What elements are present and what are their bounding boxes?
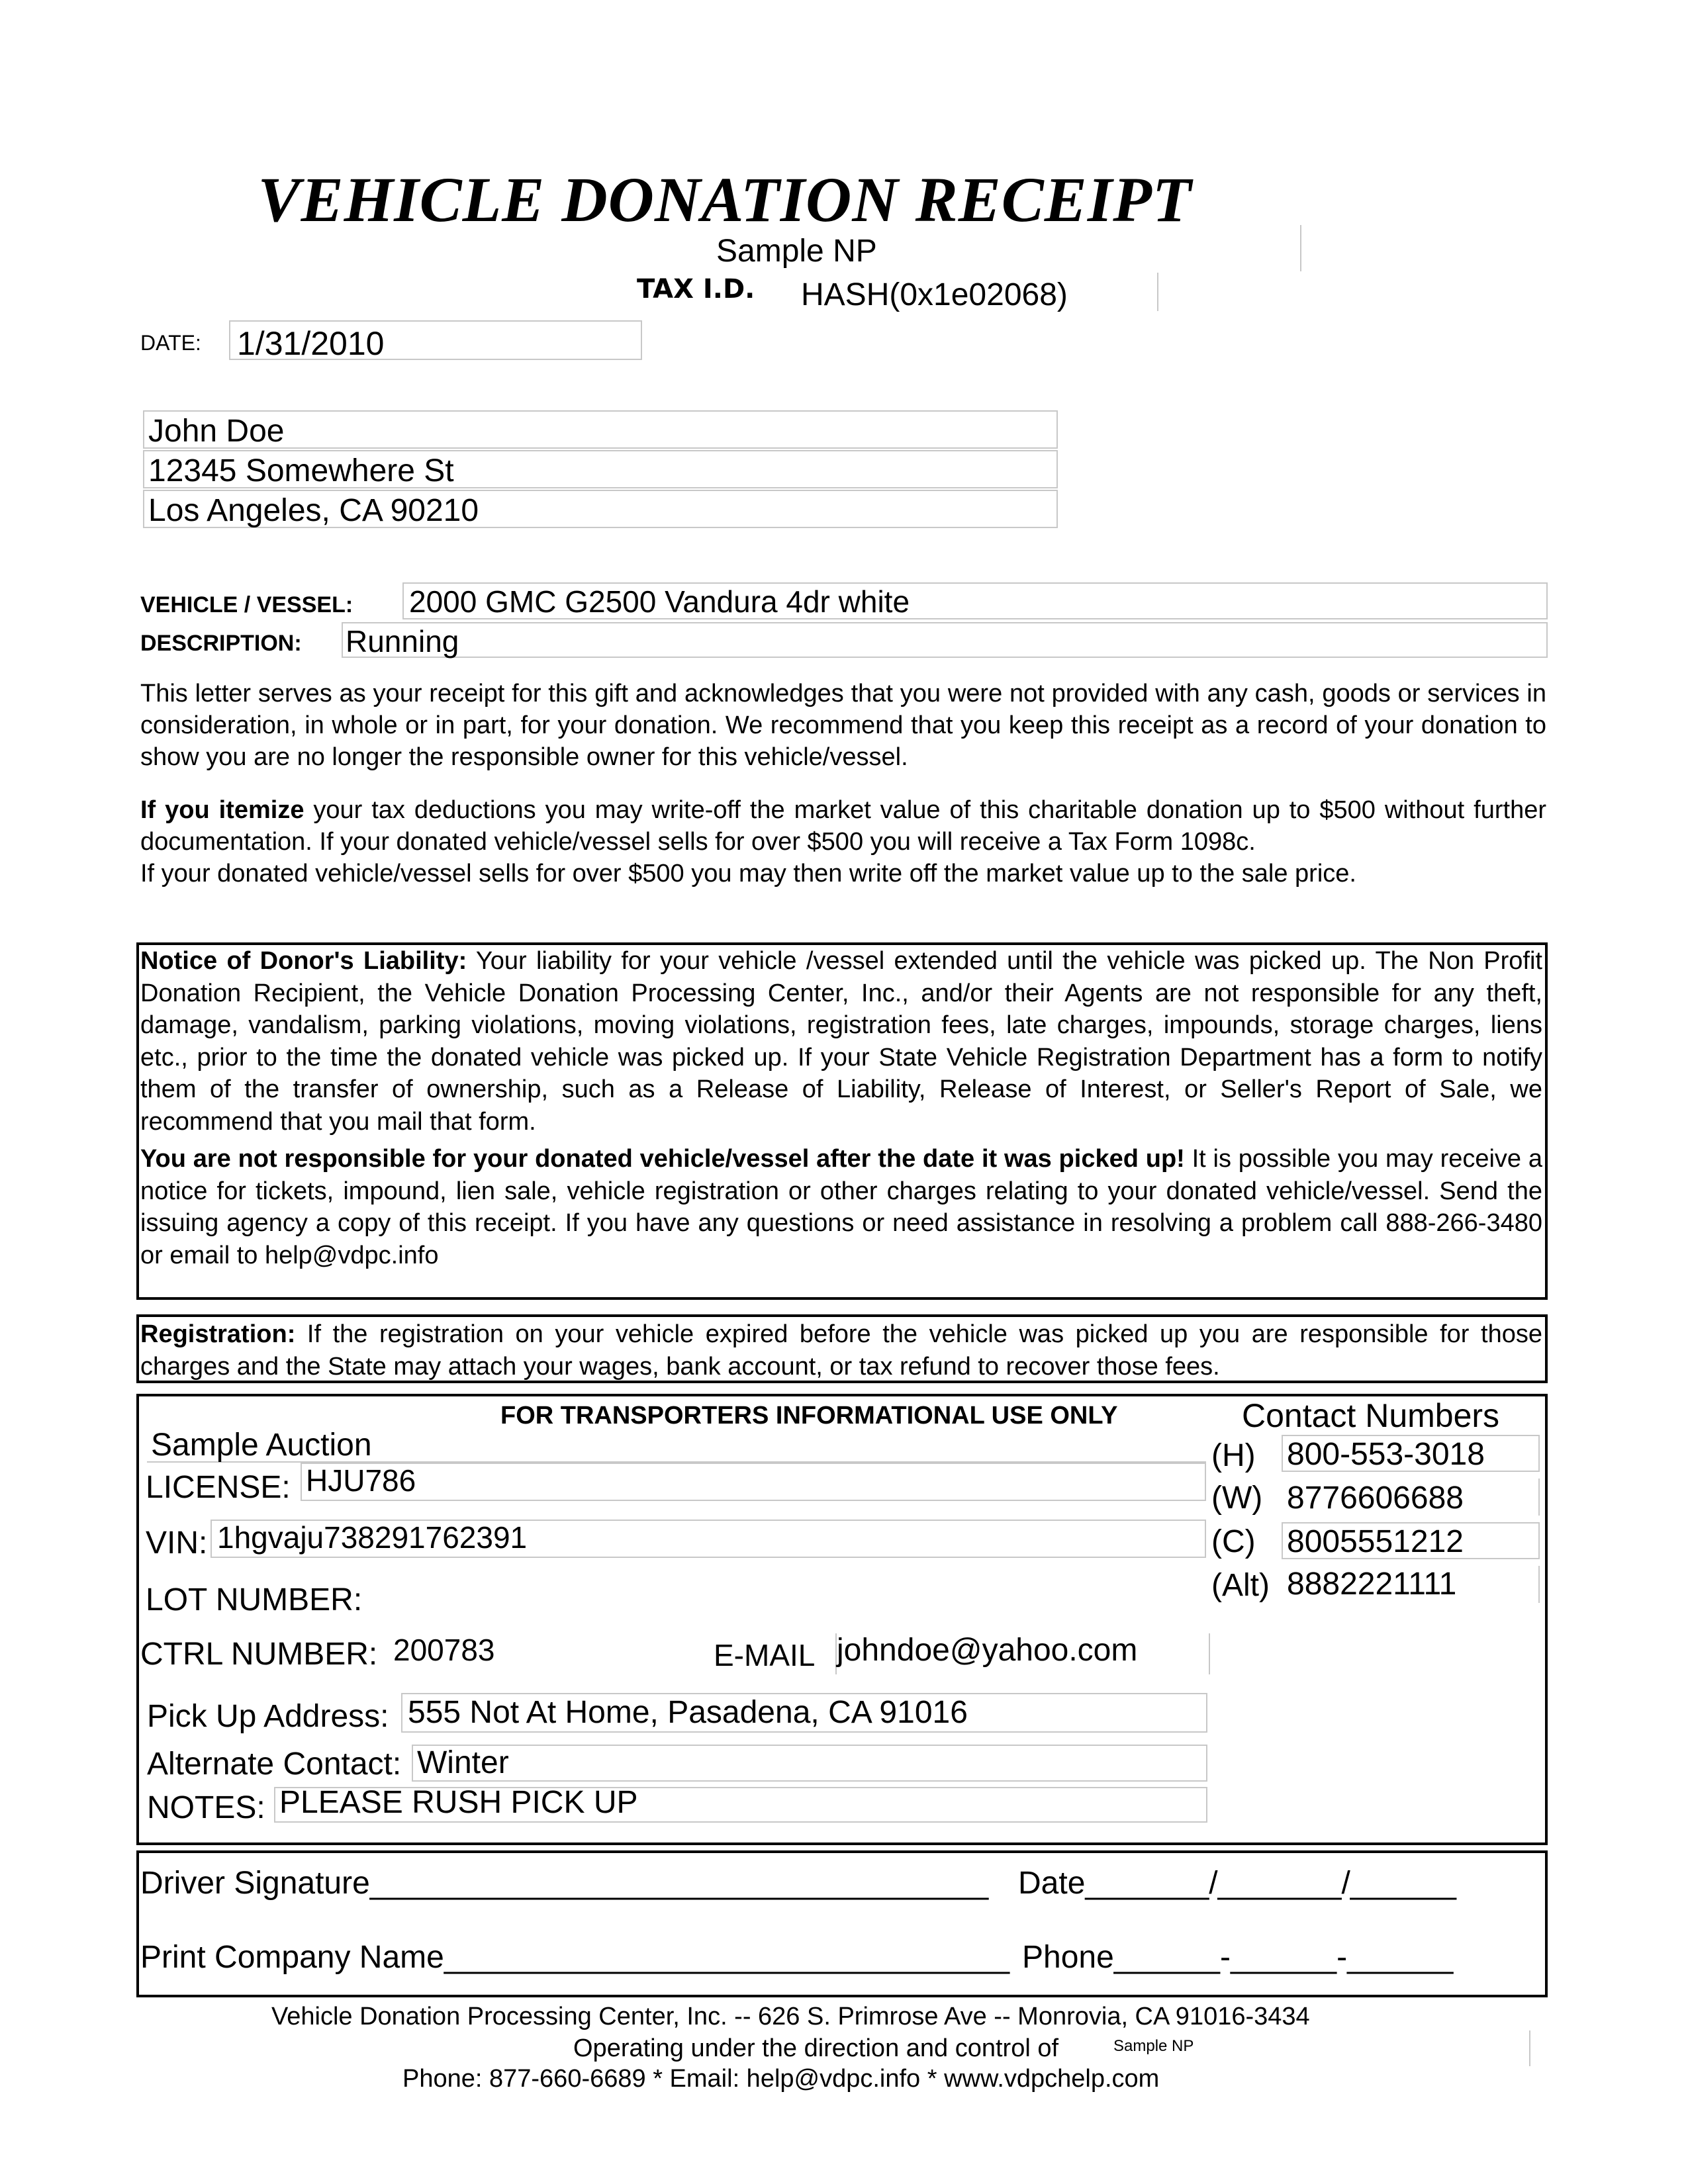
liability-text-2: It is possible you may receive a notice …: [140, 1145, 1542, 1269]
liability-paragraph-2: You are not responsible for your donated…: [140, 1143, 1542, 1271]
vehicle-vessel-value: 2000 GMC G2500 Vandura 4dr white: [409, 584, 910, 619]
description-value: Running: [346, 624, 459, 659]
notes-label: NOTES:: [147, 1790, 265, 1825]
footer-org-name: Sample NP: [1113, 2037, 1194, 2055]
transporter-heading: FOR TRANSPORTERS INFORMATIONAL USE ONLY: [500, 1402, 1118, 1430]
phone-cell-label: (C): [1211, 1524, 1256, 1559]
tax-id-field[interactable]: [793, 273, 1158, 311]
phone-work-field[interactable]: [1282, 1479, 1540, 1516]
email-value: johndoe@yahoo.com: [837, 1633, 1138, 1668]
notes-value: PLEASE RUSH PICK UP: [279, 1785, 638, 1820]
alternate-contact-label: Alternate Contact:: [147, 1747, 402, 1782]
email-label: E-MAIL: [714, 1638, 816, 1672]
lot-number-label: LOT NUMBER:: [146, 1582, 363, 1617]
phone-home-value: 800-553-3018: [1287, 1437, 1485, 1472]
driver-signature-line: Driver Signature________________________…: [140, 1866, 989, 1901]
phone-cell-value: 8005551212: [1287, 1524, 1464, 1559]
description-field[interactable]: [342, 622, 1548, 658]
liability-text-block: Notice of Donor's Liability: Your liabil…: [140, 945, 1542, 1271]
donor-city: Los Angeles, CA 90210: [148, 493, 479, 528]
email-field[interactable]: [835, 1633, 1210, 1674]
liability-heading: Notice of Donor's Liability:: [140, 947, 467, 975]
ctrl-number-value: 200783: [393, 1633, 495, 1667]
phone-alt-label: (Alt): [1211, 1568, 1270, 1603]
phone-work-label: (W): [1211, 1480, 1263, 1516]
registration-box: [136, 1314, 1548, 1383]
registration-text-block: Registration: If the registration on you…: [140, 1318, 1542, 1383]
date-label: DATE:: [140, 331, 201, 355]
vin-label: VIN:: [146, 1525, 208, 1561]
date-field[interactable]: [229, 320, 642, 360]
org-name: Sample NP: [716, 234, 877, 269]
donor-street: 12345 Somewhere St: [148, 453, 454, 488]
itemize-rest: your tax deductions you may write-off th…: [140, 796, 1546, 856]
tax-id-label: TAX I.D.: [637, 274, 755, 304]
org-name-field[interactable]: [662, 225, 1301, 271]
company-phone-line: Phone______-______-______: [1022, 1940, 1454, 1975]
pickup-date-line: Date_______/_______/______: [1018, 1866, 1456, 1901]
receipt-paragraph-2: If you itemize your tax deductions you m…: [140, 794, 1546, 889]
license-field[interactable]: [301, 1463, 1206, 1501]
license-label: LICENSE:: [146, 1470, 291, 1505]
contacts-heading: Contact Numbers: [1242, 1397, 1500, 1434]
auction-field[interactable]: [147, 1428, 1206, 1463]
footer-address: Vehicle Donation Processing Center, Inc.…: [271, 2003, 1310, 2030]
phone-alt-field[interactable]: [1282, 1566, 1540, 1603]
page-title: VEHICLE DONATION RECEIPT: [258, 164, 1192, 235]
footer-direction: Operating under the direction and contro…: [573, 2034, 1059, 2062]
registration-paragraph: Registration: If the registration on you…: [140, 1318, 1542, 1383]
alternate-contact-field[interactable]: [412, 1745, 1207, 1782]
phone-home-field[interactable]: [1282, 1435, 1540, 1472]
registration-heading: Registration:: [140, 1320, 296, 1348]
vin-field[interactable]: [211, 1520, 1206, 1558]
transporter-box: [136, 1394, 1548, 1845]
footer-contact: Phone: 877-660-6689 * Email: help@vdpc.i…: [402, 2065, 1160, 2093]
donor-name: John Doe: [148, 414, 285, 449]
description-label: DESCRIPTION:: [140, 631, 302, 656]
donor-name-field[interactable]: [143, 410, 1058, 449]
vehicle-vessel-field[interactable]: [402, 582, 1548, 619]
receipt-text-1: This letter serves as your receipt for t…: [140, 680, 1546, 771]
liability-bold-notice: You are not responsible for your donated…: [140, 1145, 1185, 1173]
donor-street-field[interactable]: [143, 450, 1058, 488]
pickup-address-field[interactable]: [401, 1693, 1207, 1733]
phone-home-label: (H): [1211, 1438, 1256, 1473]
donor-city-field[interactable]: [143, 490, 1058, 528]
phone-alt-value: 8882221111: [1287, 1567, 1457, 1602]
alternate-contact-value: Winter: [417, 1745, 509, 1780]
signature-box: [136, 1850, 1548, 1997]
receipt-paragraph-1: This letter serves as your receipt for t…: [140, 678, 1546, 773]
print-company-name-line: Print Company Name______________________…: [140, 1940, 1010, 1975]
liability-box: [136, 942, 1548, 1300]
vin-value: 1hgvaju738291762391: [217, 1520, 528, 1555]
phone-work-value: 8776606688: [1287, 1480, 1464, 1516]
liability-text: Your liability for your vehicle /vessel …: [140, 947, 1542, 1136]
license-value: HJU786: [306, 1463, 416, 1498]
date-value: 1/31/2010: [237, 325, 385, 362]
liability-paragraph: Notice of Donor's Liability: Your liabil…: [140, 945, 1542, 1138]
auction-name: Sample Auction: [151, 1428, 372, 1463]
pickup-address-value: 555 Not At Home, Pasadena, CA 91016: [408, 1695, 968, 1730]
vehicle-vessel-label: VEHICLE / VESSEL:: [140, 592, 353, 617]
notes-field[interactable]: [274, 1787, 1207, 1823]
footer-org-field[interactable]: [1108, 2030, 1530, 2066]
itemize-bold: If you itemize: [140, 796, 305, 824]
tax-id-value: HASH(0x1e02068): [801, 277, 1068, 312]
registration-text: If the registration on your vehicle expi…: [140, 1320, 1542, 1381]
ctrl-number-label: CTRL NUMBER:: [140, 1637, 378, 1672]
pickup-address-label: Pick Up Address:: [147, 1699, 389, 1734]
itemize-line3: If your donated vehicle/vessel sells for…: [140, 860, 1356, 887]
itemize-text: If you itemize your tax deductions you m…: [140, 794, 1546, 858]
phone-cell-field[interactable]: [1282, 1522, 1540, 1559]
